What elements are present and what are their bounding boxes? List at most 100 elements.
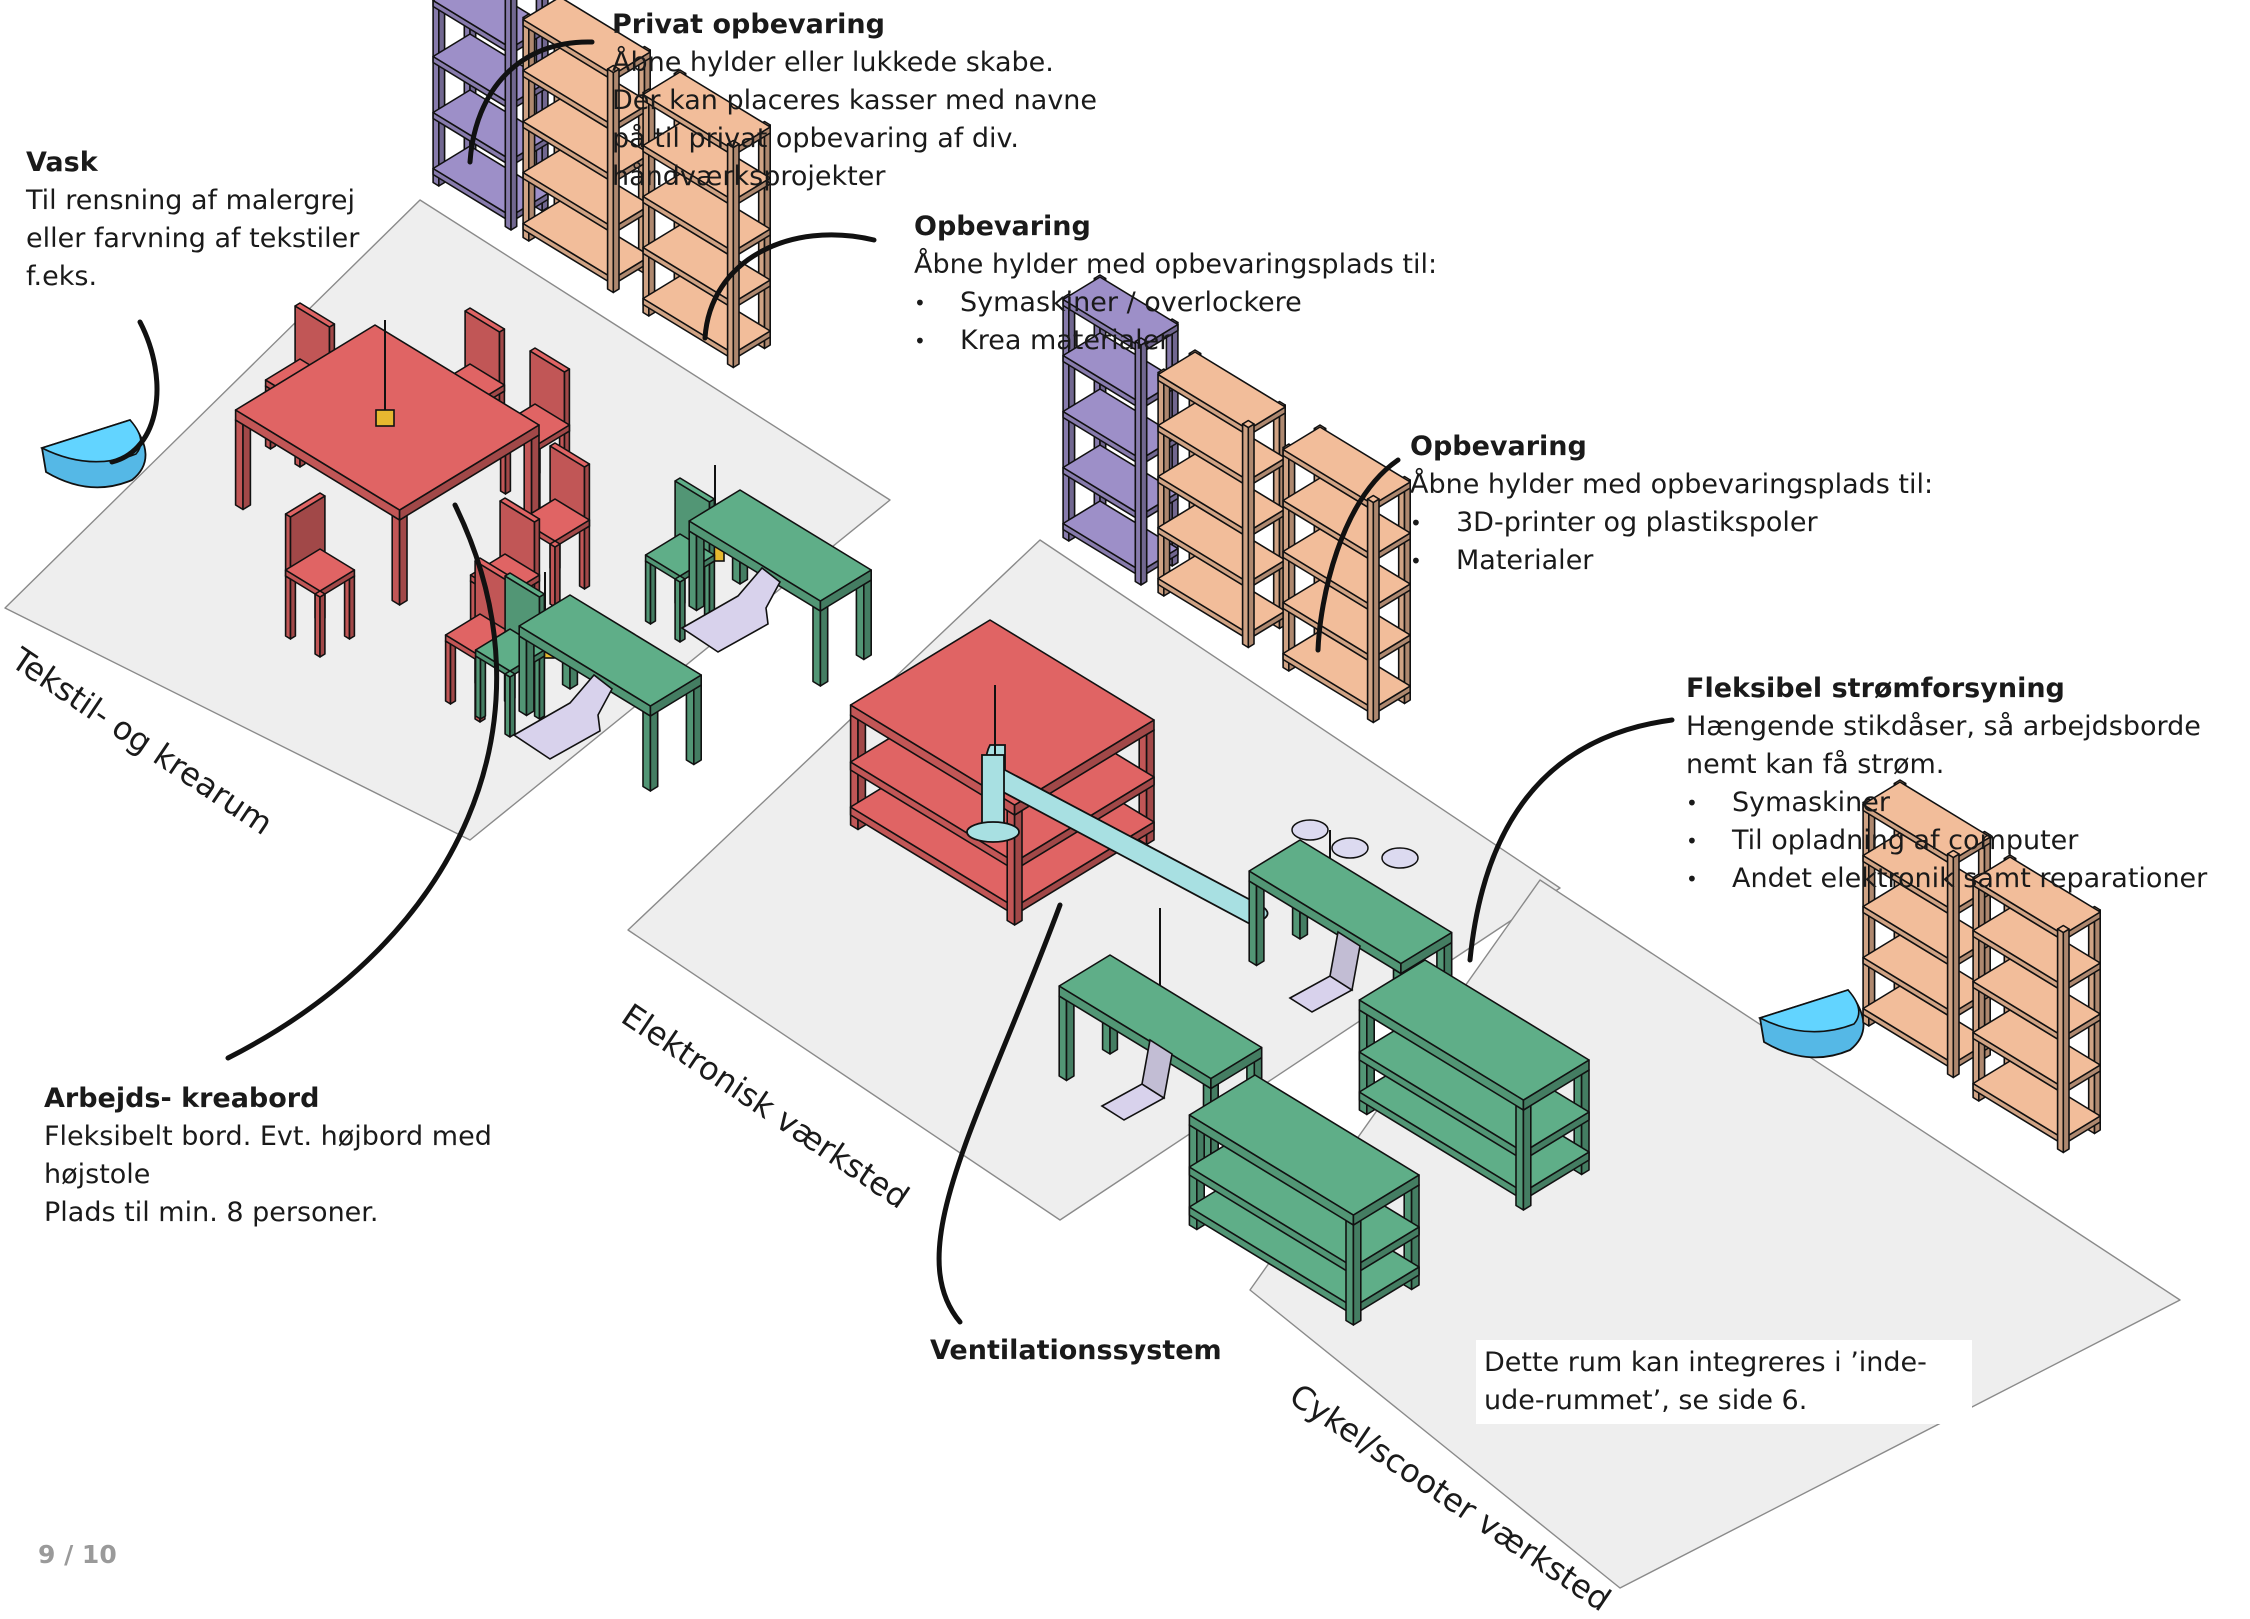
- annotation-title: Privat opbevaring: [612, 9, 885, 40]
- leader-work-table: [225, 502, 499, 1061]
- annotation-title: Opbevaring: [914, 211, 1091, 242]
- machine-body: [512, 673, 614, 760]
- chair-back-top: [464, 307, 506, 333]
- annotation-line: Plads til min. 8 personer.: [44, 1197, 379, 1228]
- duct-hood: [966, 821, 1020, 843]
- shelf-post-side: [1372, 498, 1380, 724]
- annotation-power-supply: Fleksibel strømforsyning Hængende stikdå…: [1686, 670, 2207, 898]
- shelf-post-top: [1241, 419, 1255, 429]
- shelf-post-side: [1241, 423, 1250, 649]
- table-leg-side: [1345, 1219, 1355, 1326]
- list-item: Materialer: [1410, 542, 1933, 580]
- table-top-top: [1358, 959, 1590, 1101]
- work-table-red: [234, 324, 540, 606]
- list-item: 3D-printer og plastikspoler: [1410, 504, 1933, 542]
- annotation-line: Hængende stikdåser, så arbejdsborde: [1686, 711, 2201, 742]
- furniture: [39, 0, 2101, 1326]
- table-leg-side: [525, 635, 535, 717]
- annotation-sink: Vask Til rensning af malergrej eller far…: [26, 144, 359, 296]
- table-leg-side: [398, 514, 408, 606]
- shelf-post-side: [437, 0, 446, 187]
- annotation-line: højstole: [44, 1159, 151, 1190]
- chair-leg-side: [319, 593, 326, 658]
- table-leg-side: [1522, 1104, 1532, 1211]
- shelf-post-side: [504, 0, 512, 231]
- chair-back-top: [529, 347, 571, 373]
- plastic-spool: [1331, 837, 1369, 859]
- chair-leg-side: [583, 525, 591, 590]
- table-leg-side: [1248, 880, 1258, 967]
- shelf-post-side: [432, 0, 440, 187]
- plastic-spool: [1381, 847, 1419, 869]
- chair-leg-side: [348, 575, 356, 640]
- annotation-title: Opbevaring: [1410, 431, 1587, 462]
- leader-sink: [109, 319, 160, 465]
- annotation-title: Fleksibel strømforsyning: [1686, 673, 2065, 704]
- laptop: [1100, 1038, 1173, 1121]
- leader-storage-electronics: [1315, 457, 1401, 653]
- annotation-title: Ventilationssystem: [930, 1335, 1222, 1366]
- sink-rim: [39, 419, 142, 463]
- list-item: Andet elektronik samt reparationer: [1686, 860, 2207, 898]
- shelf-storage-electronics-1: [1157, 349, 1286, 649]
- annotation-line: på til privat opbevaring af div.: [612, 123, 1019, 154]
- table-top-top: [1188, 1074, 1420, 1216]
- table-top-top: [849, 619, 1155, 806]
- shelf-post-side: [510, 0, 518, 231]
- shelf-post-side: [1140, 340, 1148, 586]
- list-item: Krea materialer: [914, 322, 1437, 360]
- table-top-top: [1058, 954, 1263, 1080]
- annotation-line: f.eks.: [26, 261, 98, 292]
- table-leg-side: [812, 605, 822, 687]
- chair-leg-top: [549, 540, 561, 548]
- chair-leg-side: [538, 655, 546, 720]
- annotation-list: 3D-printer og plastikspoler Materialer: [1410, 504, 1933, 580]
- shelf-post-top: [2056, 924, 2070, 934]
- list-item: Til opladning af computer: [1686, 822, 2207, 860]
- shelf-private-storage: [432, 0, 549, 231]
- chair-back-top: [549, 442, 591, 468]
- table-leg-side: [649, 710, 659, 792]
- list-item: Symaskiner: [1686, 784, 2207, 822]
- bike-workbench: [1188, 1074, 1420, 1326]
- table-leg-side: [855, 579, 865, 661]
- chair-back-top: [504, 572, 546, 598]
- chair-leg-top: [314, 590, 326, 598]
- chair-leg-side: [479, 655, 487, 720]
- floor-textile-room: [4, 199, 891, 841]
- chair-leg-top: [674, 575, 686, 583]
- list-item: Symaskiner / overlockere: [914, 284, 1437, 322]
- shelf-post-side: [1134, 340, 1142, 586]
- note-line: ude-rummet’, se side 6.: [1484, 1385, 1808, 1416]
- sink: [1757, 988, 1865, 1059]
- room-note: Dette rum kan integreres i ’inde- ude-ru…: [1476, 1340, 1972, 1424]
- table-leg-side: [695, 530, 705, 612]
- table-leg-side: [242, 419, 252, 511]
- chair-back-top: [294, 302, 336, 328]
- leader-ventilation: [936, 902, 1063, 1325]
- table-top-top: [688, 489, 873, 602]
- table-leg-side: [391, 514, 401, 606]
- shelf-storage-electronics-2: [1282, 424, 1411, 724]
- shelf-post-top: [1366, 494, 1380, 504]
- table-top-top: [518, 594, 703, 707]
- sewing-table-green: [518, 594, 703, 792]
- annotation-work-table: Arbejds- kreabord Fleksibelt bord. Evt. …: [44, 1080, 492, 1232]
- outlet-box: [375, 409, 395, 427]
- annotation-line: Åbne hylder eller lukkede skabe.: [612, 47, 1054, 78]
- shelf-bike-2: [1972, 854, 2101, 1154]
- annotation-list: Symaskiner Til opladning af computer And…: [1686, 784, 2207, 898]
- chair-back-top: [499, 497, 541, 523]
- annotation-line: nemt kan få strøm.: [1686, 749, 1945, 780]
- table-leg-side: [692, 684, 703, 766]
- shelf-post-top: [726, 139, 740, 149]
- leader-storage-textile: [702, 232, 877, 341]
- chair-leg-side: [554, 543, 561, 608]
- annotation-private-storage: Privat opbevaring Åbne hylder eller lukk…: [612, 6, 1097, 196]
- table-leg-side: [1255, 880, 1265, 967]
- duct-drop: [981, 754, 1005, 828]
- chair-leg-side: [649, 560, 657, 625]
- leader-lines: [109, 39, 1675, 1325]
- annotation-line: Åbne hylder med opbevaringsplads til:: [914, 249, 1438, 280]
- shelf-post-side: [2062, 928, 2070, 1154]
